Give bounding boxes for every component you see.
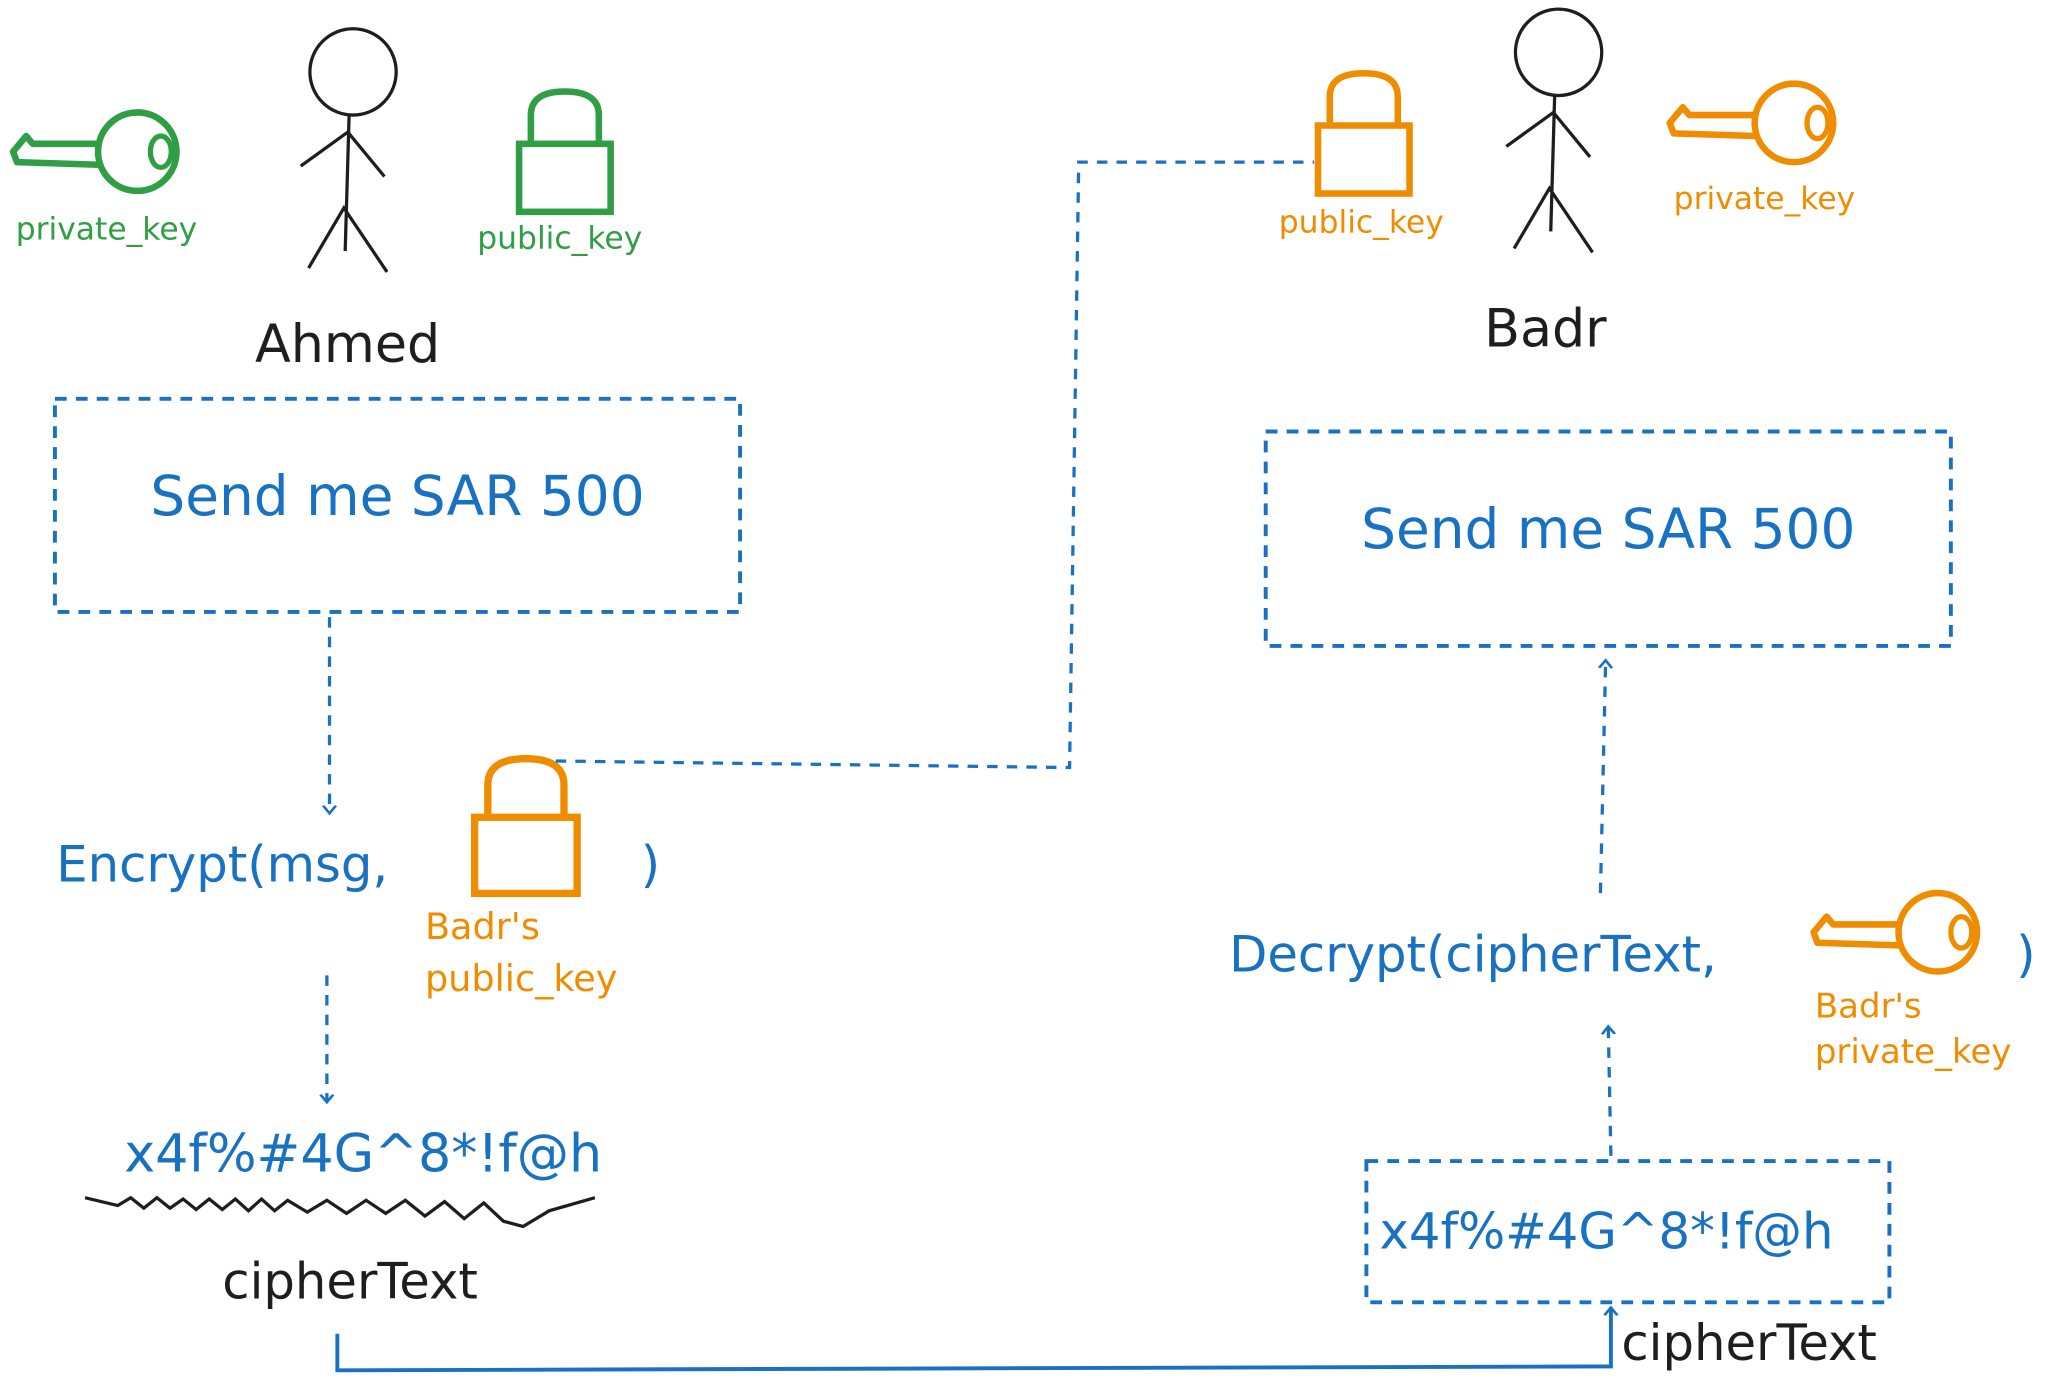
- badr-stick-figure-icon: [1504, 7, 1604, 254]
- encrypt-function-text: Encrypt(msg,: [56, 835, 388, 893]
- encrypt-close-paren: ): [641, 835, 660, 893]
- ciphertext-underline-squiggle: [84, 1195, 596, 1229]
- ciphertext-transfer-arrow: [335, 1308, 1611, 1373]
- decrypt-function-text: Decrypt(cipherText,: [1229, 926, 1717, 984]
- decrypt-key-owner-label: Badr's: [1815, 986, 1922, 1026]
- ahmed-name: Ahmed: [255, 314, 440, 375]
- badr-public-key-label: public_key: [1279, 205, 1444, 241]
- badr-message-box: [1263, 429, 1953, 648]
- arrow-ciphertext-to-decrypt: [1608, 1026, 1611, 1156]
- decrypt-key-label: private_key: [1815, 1032, 2012, 1072]
- ahmed-private-key-label: private_key: [16, 211, 198, 247]
- decrypt-close-paren: ): [2016, 926, 2035, 984]
- ahmed-stick-figure-icon: [299, 27, 398, 274]
- arrow-decrypt-to-message: [1600, 660, 1605, 894]
- badr-private-key-label: private_key: [1674, 181, 1856, 217]
- ahmed-message-text: Send me SAR 500: [150, 464, 644, 528]
- ahmed-ciphertext-value: x4f%#4G^8*!f@h: [124, 1124, 602, 1185]
- encrypt-key-owner-label: Badr's: [425, 905, 540, 948]
- badr-public-key-padlock-icon-top: [1318, 73, 1410, 193]
- badr-private-key-icon-decrypt: [1814, 893, 1977, 971]
- ahmed-private-key-icon: [13, 112, 176, 190]
- badr-private-key-icon: [1670, 84, 1833, 162]
- public-key-connector-line: [555, 160, 1315, 770]
- badr-name: Badr: [1484, 299, 1607, 360]
- ahmed-message-box: [52, 396, 743, 614]
- ahmed-public-key-padlock-icon: [519, 92, 611, 212]
- badr-ciphertext-label: cipherText: [1621, 1314, 1877, 1372]
- badr-ciphertext-box: [1364, 1159, 1892, 1305]
- ahmed-ciphertext-label: cipherText: [222, 1252, 478, 1310]
- badr-public-key-padlock-icon: [475, 759, 578, 894]
- badr-ciphertext-value: x4f%#4G^8*!f@h: [1379, 1203, 1833, 1261]
- badr-message-text: Send me SAR 500: [1361, 497, 1855, 561]
- encrypt-key-label: public_key: [425, 957, 618, 1000]
- ahmed-public-key-label: public_key: [477, 220, 642, 256]
